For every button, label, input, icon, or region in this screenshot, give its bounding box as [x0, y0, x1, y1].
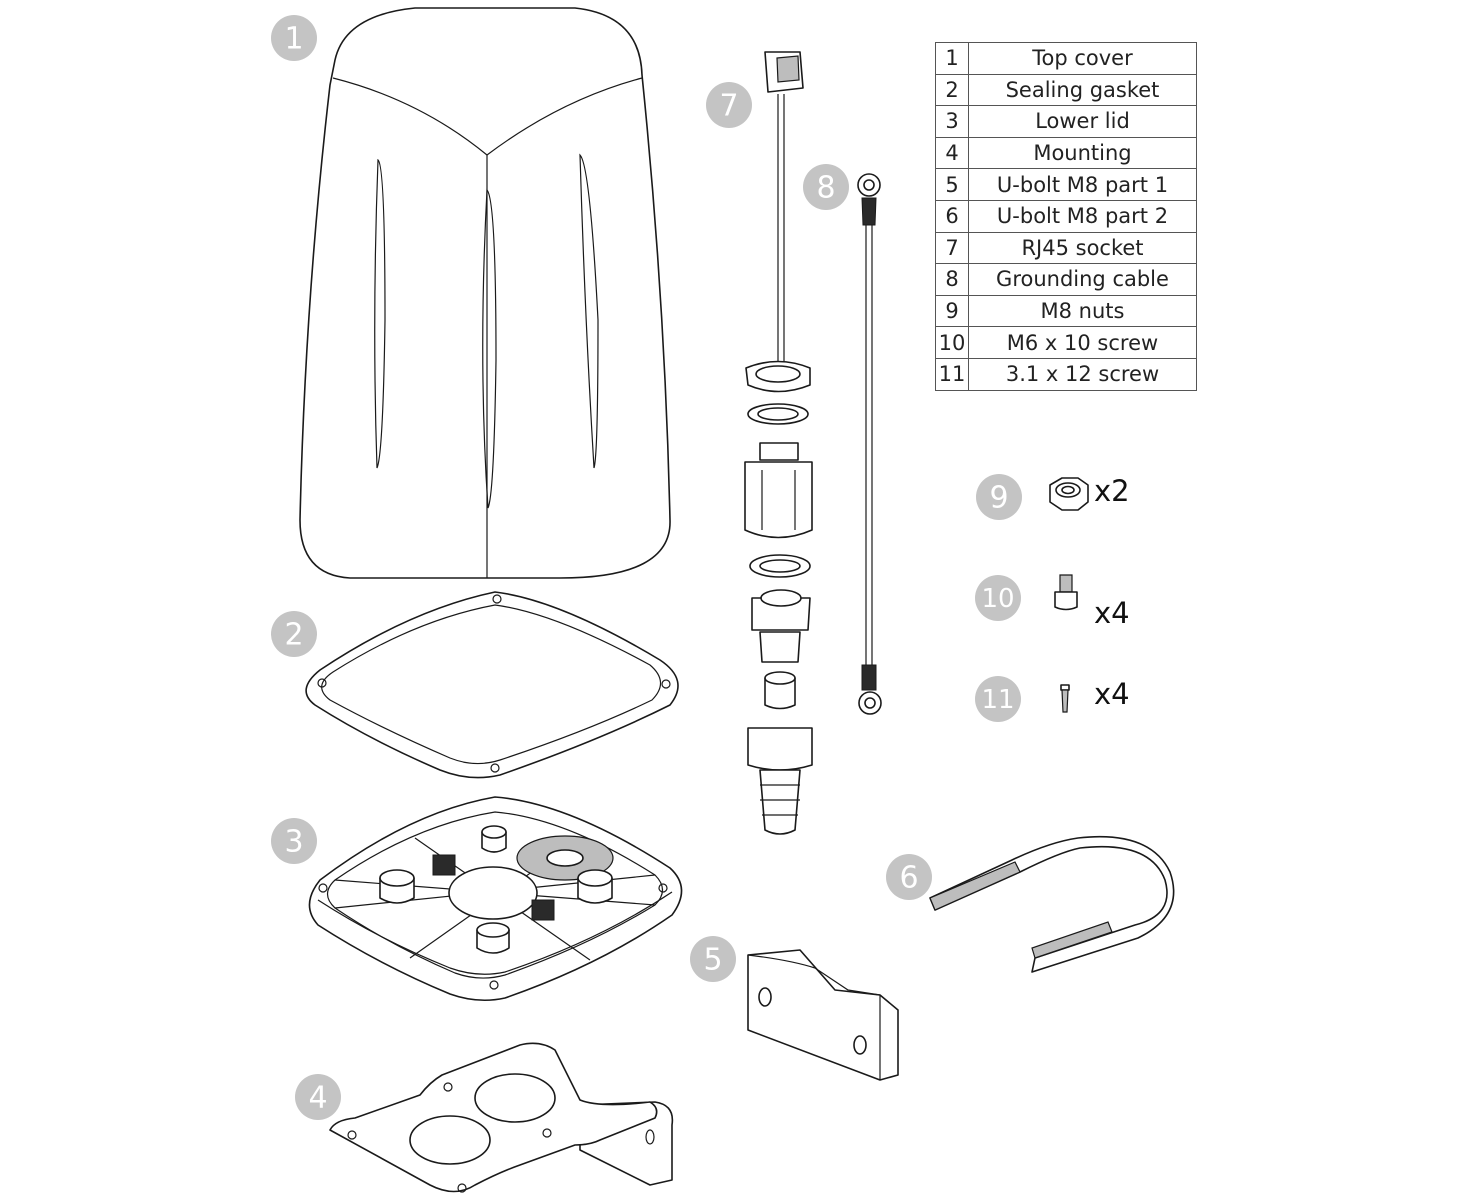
legend-number: 1: [935, 42, 969, 75]
callout-1: 1: [271, 15, 317, 61]
small-screw-drawing: [1060, 684, 1070, 713]
callout-6: 6: [886, 854, 932, 900]
legend-name: M8 nuts: [968, 294, 1197, 328]
nuts-quantity: x2: [1094, 474, 1130, 508]
legend-name: M6 x 10 screw: [968, 326, 1197, 359]
callout-10: 10: [975, 575, 1021, 621]
m6-screws-quantity: x4: [1094, 596, 1130, 630]
callout-3: 3: [271, 818, 317, 864]
lid-boss: [379, 825, 613, 954]
legend-name: 3.1 x 12 screw: [968, 357, 1197, 391]
svg-text:2: 2: [284, 618, 303, 653]
legend-name: Grounding cable: [968, 263, 1197, 296]
svg-text:8: 8: [816, 171, 835, 206]
grounding-cable-drawing: [857, 173, 882, 715]
svg-text:6: 6: [899, 861, 918, 896]
lower-lid-drawing: [308, 796, 683, 1002]
mounting-bracket-drawing: [329, 1042, 674, 1193]
rj45-socket-drawing: [744, 51, 813, 835]
svg-text:4: 4: [308, 1081, 327, 1116]
small-screws-quantity: x4: [1094, 677, 1130, 711]
callout-9: 9: [976, 474, 1022, 520]
svg-text:5: 5: [703, 943, 722, 978]
u-bolt-part-2-drawing: [929, 835, 1175, 973]
legend-number: 4: [935, 136, 969, 170]
legend-name: Lower lid: [968, 105, 1197, 138]
callout-4: 4: [295, 1074, 341, 1120]
svg-text:11: 11: [981, 685, 1014, 715]
svg-text:9: 9: [989, 481, 1008, 516]
legend-number: 10: [935, 326, 969, 359]
legend-number: 7: [935, 231, 969, 265]
callout-8: 8: [803, 164, 849, 210]
callout-7: 7: [706, 82, 752, 128]
m8-nut-drawing: [1049, 477, 1089, 511]
legend-name: Mounting: [968, 136, 1197, 170]
m6-screw-drawing: [1054, 574, 1078, 611]
legend-number: 9: [935, 294, 969, 328]
svg-text:3: 3: [284, 825, 303, 860]
legend-name: U-bolt M8 part 1: [968, 168, 1197, 201]
legend-number: 11: [935, 357, 969, 391]
legend-number: 6: [935, 199, 969, 233]
svg-text:7: 7: [719, 89, 738, 124]
top-cover-drawing: [299, 7, 671, 579]
svg-text:10: 10: [981, 584, 1014, 614]
legend-number: 8: [935, 263, 969, 296]
legend-number: 3: [935, 105, 969, 138]
sealing-gasket-drawing: [305, 591, 679, 779]
legend-name: Sealing gasket: [968, 73, 1197, 107]
callout-2: 2: [271, 611, 317, 657]
legend-number: 2: [935, 73, 969, 107]
legend-number: 5: [935, 168, 969, 201]
callout-11: 11: [975, 676, 1021, 722]
legend-name: Top cover: [968, 42, 1197, 75]
u-bolt-part-1-drawing: [747, 949, 899, 1081]
svg-text:1: 1: [284, 22, 303, 57]
legend-name: RJ45 socket: [968, 231, 1197, 265]
callout-5: 5: [690, 936, 736, 982]
legend-name: U-bolt M8 part 2: [968, 199, 1197, 233]
